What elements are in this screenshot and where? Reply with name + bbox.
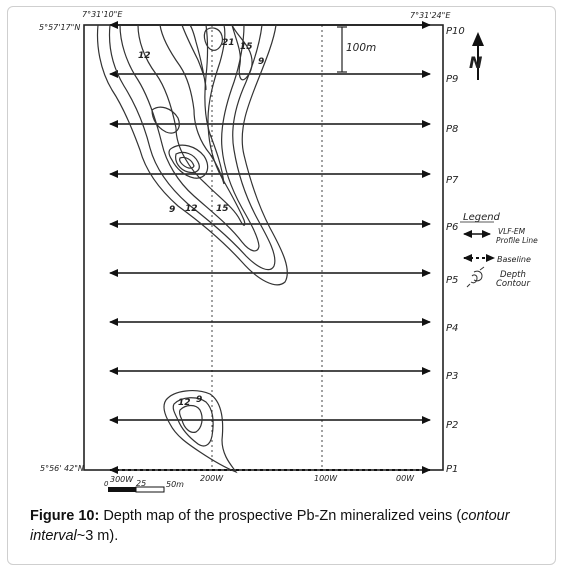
profile-label-p3: P3	[446, 371, 458, 382]
profile-label-p6: P6	[446, 222, 458, 233]
depth-contours-upper	[96, 24, 288, 286]
caption-label: Figure 10:	[30, 508, 100, 524]
depth-contour-map: 100m P10 P9 P8 P7 P6 P5 P4 P3 P2 P1 7°31…	[39, 10, 538, 493]
contour-label-12-mid: 12	[185, 204, 198, 214]
figure-caption: Figure 10: Depth map of the prospective …	[30, 506, 542, 546]
coord-top-right-lon: 7°31'24"E	[410, 11, 451, 20]
profile-label-p4: P4	[446, 323, 458, 334]
profile-label-p2: P2	[446, 420, 458, 431]
profile-lines	[109, 21, 431, 474]
legend-contour-label-1: Depth	[500, 270, 526, 280]
contour-label-9-top: 9	[258, 57, 264, 67]
contour-label-12-bottom: 12	[178, 398, 191, 408]
contour-label-15-top: 15	[240, 42, 253, 52]
profile-label-p1: P1	[446, 464, 458, 475]
coord-bottom-left-lat: 5°56' 42"N	[40, 464, 84, 473]
profile-label-p8: P8	[446, 124, 458, 135]
bottom-axis-labels: 300W 200W 100W 00W	[110, 474, 415, 484]
contour-label-21: 21	[222, 38, 235, 48]
legend: Legend VLF-EM Profile Line Baseline Dept…	[460, 212, 538, 289]
profile-label-p9: P9	[446, 74, 458, 85]
axis-label-200w: 200W	[200, 474, 224, 483]
axis-label-00w: 00W	[396, 474, 415, 483]
legend-contour-icon	[466, 266, 485, 288]
north-arrow-icon: N	[469, 32, 484, 80]
axis-label-300w: 300W	[110, 475, 134, 484]
caption-text-after: ~3 m).	[76, 528, 119, 544]
contour-value-labels: 12 21 15 9 9 12 15 12 9	[138, 38, 264, 408]
scale-bar-segment-2	[135, 486, 165, 493]
profile-label-p7: P7	[446, 175, 459, 186]
axis-label-100w: 100W	[314, 474, 338, 483]
coord-top-left-lat: 5°57'17"N	[39, 23, 80, 32]
legend-baseline-label: Baseline	[497, 255, 531, 264]
coordinate-labels: 7°31'10"E 7°31'24"E 5°57'17"N 5°56' 42"N	[39, 10, 451, 473]
profile-label-p5: P5	[446, 275, 458, 286]
caption-italic: contour interval	[30, 508, 510, 544]
legend-title: Legend	[463, 212, 501, 223]
scale-bar-label-25: 25	[136, 479, 146, 488]
contour-label-15-mid: 15	[216, 204, 229, 214]
contour-label-9-bottom: 9	[196, 395, 202, 405]
profile-label-p10: P10	[446, 26, 465, 37]
north-label: N	[469, 53, 483, 72]
coord-top-left-lon: 7°31'10"E	[82, 10, 123, 19]
scale-bar-segment-1	[108, 487, 136, 492]
scale-100m-label: 100m	[346, 42, 376, 54]
contour-label-9-mid: 9	[169, 205, 175, 215]
legend-profile-label-1: VLF-EM	[498, 227, 526, 236]
map-boundary	[83, 24, 444, 471]
legend-profile-label-2: Profile Line	[496, 236, 538, 245]
scale-bar-label-50m: 50m	[166, 480, 184, 489]
contour-label-12-top: 12	[138, 51, 151, 61]
depth-contours-lower	[163, 390, 238, 474]
caption-text-before: Depth map of the prospective Pb-Zn miner…	[99, 508, 462, 524]
scale-bar-label-0: 0	[104, 480, 109, 488]
legend-contour-label-2: Contour	[496, 279, 530, 289]
profile-labels: P10 P9 P8 P7 P6 P5 P4 P3 P2 P1	[446, 26, 465, 475]
scale-bar: 0 25 50m	[104, 479, 184, 493]
